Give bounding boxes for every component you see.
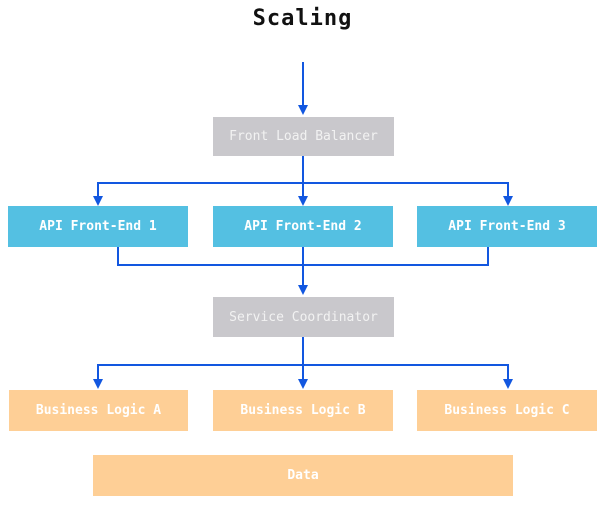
node-label: Business Logic B (240, 403, 366, 418)
node-api-front-end-2: API Front-End 2 (213, 206, 393, 247)
arrowhead-icon (298, 196, 308, 206)
node-service-coordinator: Service Coordinator (213, 297, 394, 337)
node-label: Front Load Balancer (229, 129, 378, 144)
edge-line (302, 364, 304, 380)
edge-line (507, 182, 509, 197)
arrowhead-icon (298, 105, 308, 115)
node-api-front-end-3: API Front-End 3 (417, 206, 597, 247)
node-label: API Front-End 1 (39, 219, 157, 234)
edge-line (302, 247, 304, 286)
node-label: API Front-End 3 (448, 219, 566, 234)
node-label: API Front-End 2 (244, 219, 362, 234)
edge-line (507, 364, 509, 380)
edge-line (302, 182, 304, 197)
node-business-logic-a: Business Logic A (9, 390, 188, 431)
node-data: Data (93, 455, 513, 496)
node-api-front-end-1: API Front-End 1 (8, 206, 188, 247)
arrowhead-icon (93, 379, 103, 389)
node-business-logic-c: Business Logic C (417, 390, 597, 431)
edge-line (97, 182, 99, 197)
arrowhead-icon (298, 379, 308, 389)
node-label: Business Logic A (35, 403, 162, 418)
arrowhead-icon (298, 285, 308, 295)
edge-line (302, 62, 304, 106)
edge-line (302, 156, 304, 183)
edge-line (97, 364, 99, 380)
edge-line (487, 247, 489, 266)
node-label: Data (287, 468, 319, 483)
arrowhead-icon (503, 379, 513, 389)
edge-line (117, 247, 119, 266)
arrowhead-icon (503, 196, 513, 206)
node-label: Service Coordinator (229, 309, 378, 325)
node-front-load-balancer: Front Load Balancer (213, 117, 394, 156)
diagram-title: Scaling (252, 6, 353, 31)
edge-line (302, 337, 304, 365)
node-business-logic-b: Business Logic B (213, 390, 393, 431)
node-label: Business Logic C (444, 403, 570, 418)
arrowhead-icon (93, 196, 103, 206)
